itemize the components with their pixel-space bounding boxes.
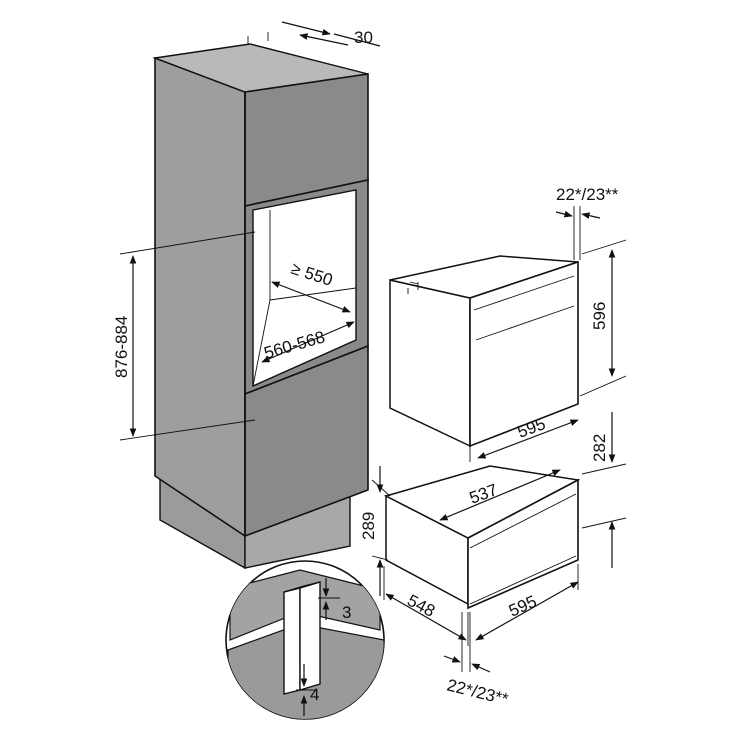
oven-appliance [389,255,579,448]
dim-oven-height: 596 [579,239,627,397]
dim-label-30: 30 [354,28,373,47]
dim-label-876-884: 876-884 [112,316,131,378]
dim-oven-offset: 22*/23** [555,185,619,260]
detail-circle: 3 4 [225,560,385,720]
cabinet-side-panel [154,56,246,538]
dim-drawer-height-right: 282 [581,412,627,568]
dim-drawer-height-left: 289 [359,466,391,596]
dim-label-289: 289 [359,512,378,540]
dim-label-detail-4: 4 [310,685,319,704]
dim-label-drawer-595: 595 [506,592,540,621]
dim-niche-height: 876-884 [112,231,256,441]
dim-label-detail-3: 3 [342,603,351,622]
detail-appliance-panel [283,587,301,695]
dim-label-282: 282 [590,434,609,462]
dim-label-drawer-offset: 22*/23** [445,675,511,709]
oven-side [389,279,471,448]
oven-front [469,260,579,448]
dim-label-596: 596 [590,302,609,330]
dim-label-oven-offset: 22*/23** [556,185,619,204]
dim-label-548: 548 [404,591,438,621]
dim-drawer-width: 595 [475,564,579,641]
dim-top-depth: 30 [247,21,381,47]
